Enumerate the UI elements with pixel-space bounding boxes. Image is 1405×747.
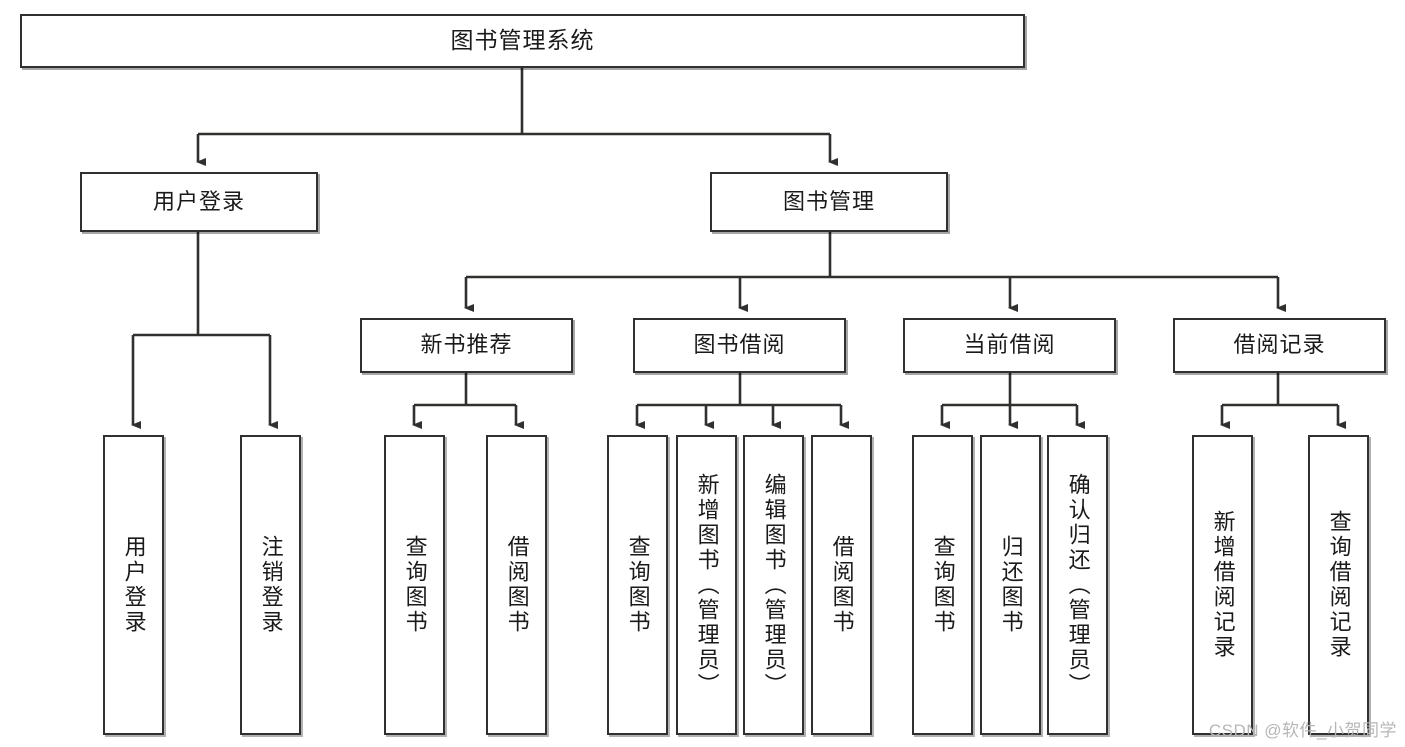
leaf-borrow-book-1[interactable]: 借阅图书	[486, 435, 547, 735]
leaf-edit-book-admin[interactable]: 编辑图书（管理员）	[743, 435, 804, 735]
node-label: 确认归还（管理员）	[1065, 472, 1091, 698]
node-label: 查询图书	[625, 535, 651, 635]
node-label: 借阅记录	[1233, 332, 1326, 358]
node-label: 查询图书	[930, 535, 956, 635]
node-label: 查询图书	[402, 535, 428, 635]
node-label: 借阅图书	[504, 535, 530, 635]
leaf-confirm-return-admin[interactable]: 确认归还（管理员）	[1047, 435, 1108, 735]
node-label: 编辑图书（管理员）	[761, 472, 787, 698]
node-label: 当前借阅	[963, 332, 1056, 358]
node-label: 图书借阅	[693, 332, 786, 358]
node-book-borrow[interactable]: 图书借阅	[633, 318, 846, 373]
node-label: 用户登录	[152, 188, 245, 214]
watermark: CSDN @软件_小贺同学	[1208, 721, 1397, 740]
node-label: 注销登录	[258, 535, 284, 635]
leaf-add-borrow-record[interactable]: 新增借阅记录	[1192, 435, 1253, 735]
node-user-login[interactable]: 用户登录	[80, 172, 318, 232]
node-label: 查询借阅记录	[1326, 510, 1352, 660]
node-book-manage[interactable]: 图书管理	[710, 172, 948, 232]
node-borrow-record[interactable]: 借阅记录	[1173, 318, 1386, 373]
node-label: 图书管理	[782, 188, 875, 214]
node-label: 新增图书（管理员）	[694, 472, 720, 698]
node-label: 新书推荐	[420, 332, 513, 358]
leaf-query-borrow-record[interactable]: 查询借阅记录	[1308, 435, 1369, 735]
leaf-user-login[interactable]: 用户登录	[103, 435, 164, 735]
leaf-query-book-1[interactable]: 查询图书	[384, 435, 445, 735]
leaf-logout-login[interactable]: 注销登录	[240, 435, 301, 735]
leaf-add-book-admin[interactable]: 新增图书（管理员）	[676, 435, 737, 735]
node-label: 用户登录	[121, 535, 147, 635]
leaf-borrow-book-2[interactable]: 借阅图书	[811, 435, 872, 735]
node-current-borrow[interactable]: 当前借阅	[903, 318, 1116, 373]
leaf-query-book-2[interactable]: 查询图书	[607, 435, 668, 735]
node-label: 图书管理系统	[450, 27, 595, 54]
leaf-query-book-3[interactable]: 查询图书	[912, 435, 973, 735]
leaf-return-book[interactable]: 归还图书	[980, 435, 1041, 735]
node-label: 新增借阅记录	[1210, 510, 1236, 660]
node-label: 归还图书	[998, 535, 1024, 635]
node-root-system[interactable]: 图书管理系统	[20, 14, 1025, 68]
node-new-book-recommend[interactable]: 新书推荐	[360, 318, 573, 373]
node-label: 借阅图书	[829, 535, 855, 635]
